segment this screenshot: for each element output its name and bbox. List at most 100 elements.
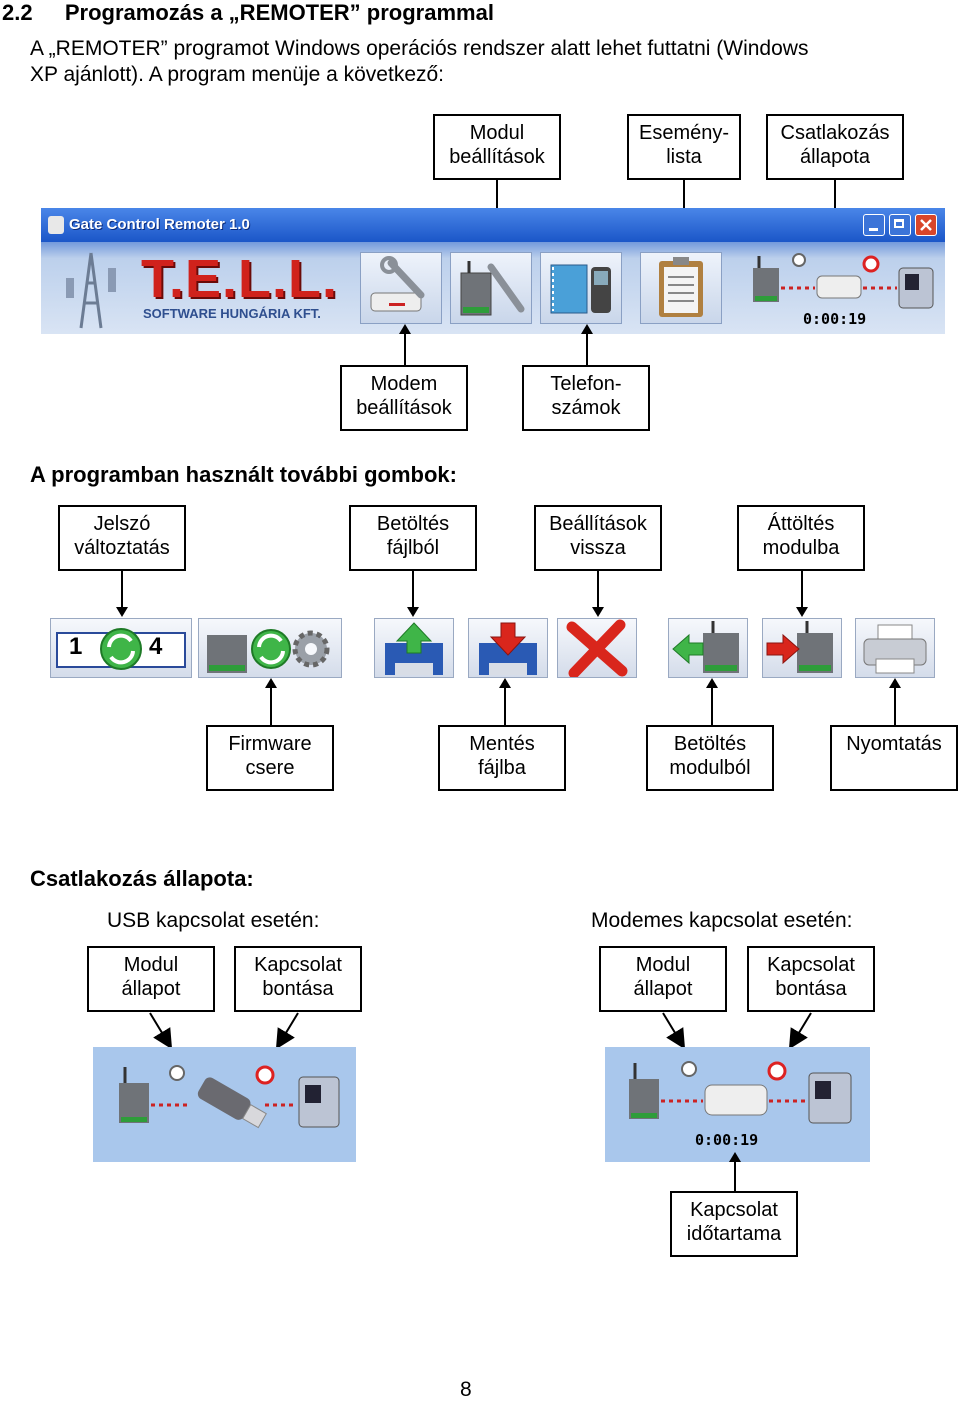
module-wrench-icon [460,261,525,316]
arrow [889,678,901,726]
arrow [265,678,277,726]
label-line: Modul [469,122,525,144]
connection-status-graphic [753,253,934,309]
window-title: Gate Control Remoter 1.0 [69,216,250,233]
label-modul-beallitasok: Modul beállítások [433,114,561,180]
arrow [399,324,411,366]
event-list-button[interactable] [640,252,722,324]
connection-timer: 0:00:19 [803,310,867,328]
label-line: Kapcsolat [254,954,342,976]
label-line: Beállítások [549,513,647,535]
floppy-upload-icon [385,622,443,675]
password-change-button[interactable]: 1 4 [50,618,192,678]
maximize-button[interactable] [889,214,911,236]
printer-icon [863,624,927,674]
arrow [796,571,808,617]
label-csatlakozas-allapota: Csatlakozás állapota [766,114,904,180]
label-attoltes-modulba: Áttöltés modulba [737,505,865,571]
app-icon [48,216,64,234]
label-kapcsolat-idotartama: Kapcsolat időtartama [670,1191,798,1257]
label-line: Nyomtatás [846,733,942,755]
load-from-module-button[interactable] [668,618,748,678]
label-telefonszamok: Telefon- számok [522,365,650,431]
remoter-window: Gate Control Remoter 1.0 T.E.L.L. SOFTWA… [41,208,945,334]
module-left-arrow-icon [672,621,739,673]
arrow [116,571,128,617]
label-line: modulból [669,757,751,779]
label-line: bontása [775,978,847,1000]
section-title: Programozás a „REMOTER” programmal [64,0,494,25]
label-line: modulba [762,537,840,559]
label-line: Csatlakozás [780,122,890,144]
settings-revert-button[interactable] [557,618,637,679]
phonebook-icon [550,264,611,314]
close-button[interactable] [915,214,937,236]
label-line: időtartama [686,1223,782,1245]
phone-numbers-button[interactable] [540,252,622,324]
page-number: 8 [460,1378,472,1401]
print-button[interactable] [855,618,935,678]
intro-line-2: XP ajánlott). A program menüje a követke… [30,63,445,86]
label-betoltes-modulbol: Betöltés modulból [646,725,774,791]
password-digit-left: 1 [69,633,83,660]
modem-connection-icon [629,1061,852,1124]
label-line: állapot [633,978,693,1000]
floppy-download-icon [479,622,537,675]
label-line: Jelszó [93,513,151,535]
label-line: csere [245,757,295,779]
label-line: lista [666,146,702,168]
modem-settings-button[interactable] [360,252,442,324]
section-heading: 2.2 Programozás a „REMOTER” programmal [2,0,494,26]
modem-title: Modemes kapcsolat esetén: [591,909,853,932]
modem-status-panel: 0:00:19 [605,1047,870,1162]
connection-heading: Csatlakozás állapota: [30,866,254,891]
label-betoltes-fajlbol: Betöltés fájlból [349,505,477,571]
module-right-arrow-icon [766,621,833,673]
firmware-update-button[interactable] [198,618,342,678]
label-line: Modem [370,373,438,395]
modem-wrench-icon [370,256,425,312]
label-line: Mentés [469,733,535,755]
label-firmware-csere: Firmware csere [206,725,334,791]
usb-title: USB kapcsolat esetén: [107,909,320,932]
module-settings-button[interactable] [450,252,532,324]
password-digit-right: 4 [149,633,163,660]
minimize-button[interactable] [863,214,885,236]
brand-subtitle: SOFTWARE HUNGÁRIA KFT. [143,306,321,321]
section-number: 2.2 [2,0,33,25]
label-modem-beallitasok: Modem beállítások [340,365,468,431]
antenna-tower-icon [66,252,116,329]
clipboard-icon [659,257,703,317]
label-line: számok [551,397,621,419]
label-usb-kapcsolat-bontasa: Kapcsolat bontása [234,946,362,1012]
label-line: Kapcsolat [767,954,855,976]
label-line: beállítások [449,146,545,168]
load-from-file-button[interactable] [374,618,454,678]
red-x-icon [566,619,628,679]
label-line: Firmware [228,733,312,755]
title-bar: Gate Control Remoter 1.0 [41,208,945,242]
arrow [729,1152,741,1192]
label-usb-modul-allapot: Modul állapot [87,946,215,1012]
modem-connection-timer: 0:00:19 [695,1131,759,1149]
label-line: fájlból [386,537,440,559]
firmware-update-icon [207,629,330,673]
arrow [581,324,593,366]
upload-to-module-button[interactable] [762,618,842,678]
usb-connection-icon [119,1065,340,1129]
label-line: állapot [121,978,181,1000]
label-line: Esemény- [638,122,730,144]
label-mentes-fajlba: Mentés fájlba [438,725,566,791]
label-line: Modul [635,954,691,976]
arrow [407,571,419,617]
label-line: Betöltés [673,733,747,755]
label-line: Modul [123,954,179,976]
password-change-icon [56,628,186,670]
label-line: vissza [570,537,626,559]
arrow [592,571,604,617]
label-beallitasok-vissza: Beállítások vissza [534,505,662,571]
label-esemenylista: Esemény- lista [627,114,741,180]
save-to-file-button[interactable] [468,618,548,678]
label-line: bontása [262,978,334,1000]
